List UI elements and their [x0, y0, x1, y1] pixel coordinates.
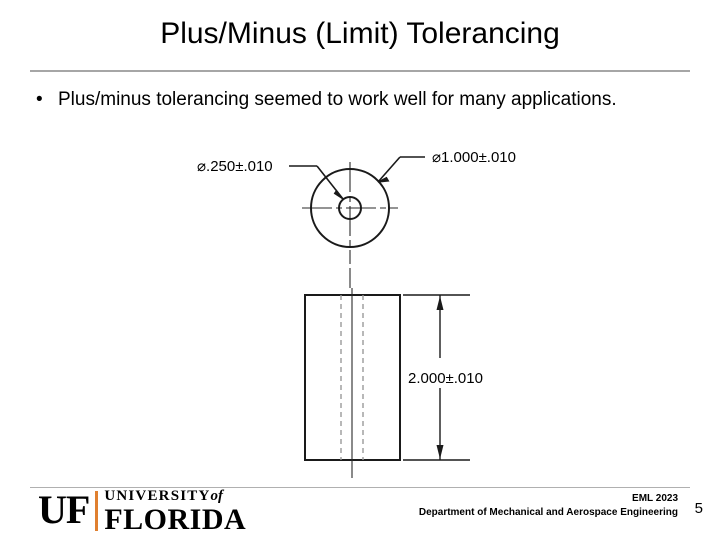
hole-diameter-leader	[289, 165, 344, 200]
uf-logo: UF UNIVERSITYof FLORIDA	[38, 489, 246, 535]
bullet-text: Plus/minus tolerancing seemed to work we…	[58, 89, 617, 110]
title-divider	[30, 70, 690, 72]
outer-diameter-leader	[377, 156, 425, 183]
hole-diameter-label: ⌀.250±.010	[197, 158, 273, 175]
side-view	[304, 288, 401, 478]
top-view	[302, 162, 398, 258]
uf-wordmark: UNIVERSITYof FLORIDA	[104, 489, 246, 535]
outer-diameter-label: ⌀1.000±.010	[432, 149, 516, 166]
uf-university-line: UNIVERSITYof	[104, 489, 246, 504]
length-label: 2.000±.010	[408, 370, 483, 387]
leader-arrowhead-icon	[333, 189, 344, 200]
uf-logo-divider-bar	[95, 491, 99, 531]
bullet-marker-icon: •	[36, 89, 43, 110]
footer-meta: EML 2023 Department of Mechanical and Ae…	[419, 492, 678, 520]
hole-circle	[338, 196, 362, 220]
list-item: • Plus/minus tolerancing seemed to work …	[36, 88, 636, 112]
uf-florida-text: FLORIDA	[104, 503, 247, 536]
outer-circle	[310, 168, 390, 248]
engineering-drawing: ⌀.250±.010 ⌀1.000±.010 2.000±.010	[0, 140, 720, 485]
footer-divider	[30, 487, 690, 488]
dimension-arrowhead-top-icon	[436, 296, 444, 310]
drawing-canvas: ⌀.250±.010 ⌀1.000±.010 2.000±.010	[197, 149, 516, 478]
page-number: 5	[694, 500, 703, 517]
length-dimension	[403, 294, 470, 461]
uf-university-text: UNIVERSITY	[104, 488, 211, 504]
uf-monogram: UF	[38, 487, 90, 532]
course-code: EML 2023	[632, 493, 678, 504]
department-name: Department of Mechanical and Aerospace E…	[418, 507, 678, 518]
bullet-list: • Plus/minus tolerancing seemed to work …	[36, 88, 636, 112]
uf-of-text: of	[210, 488, 224, 504]
page-title: Plus/Minus (Limit) Tolerancing	[160, 17, 560, 50]
dimension-arrowhead-bottom-icon	[436, 445, 444, 459]
leader-arrowhead-icon	[377, 176, 390, 183]
